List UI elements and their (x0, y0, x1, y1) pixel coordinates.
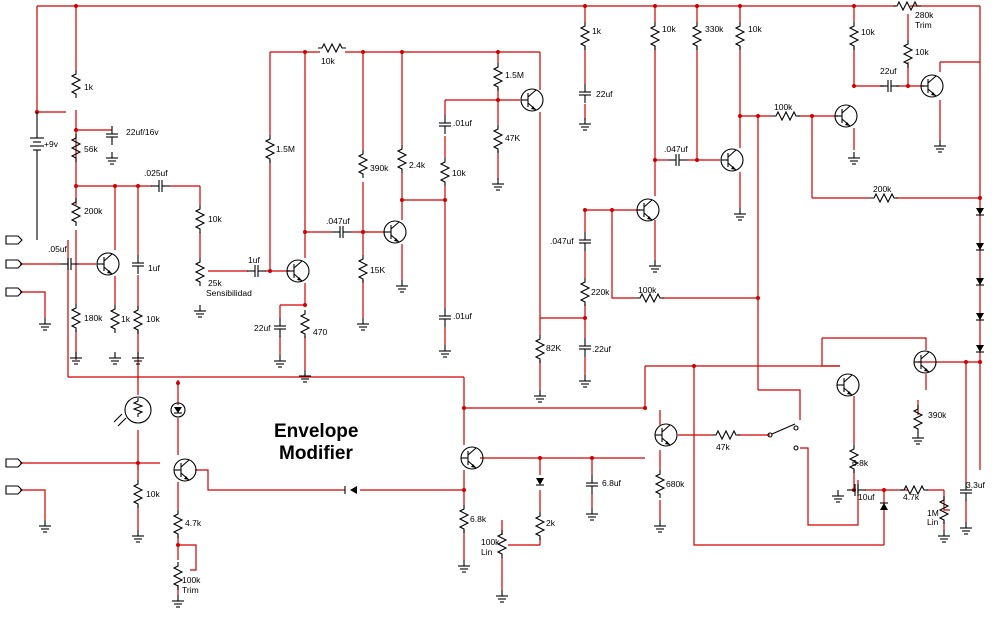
title-line-1: Envelope (274, 421, 358, 442)
label-battery: +9v (44, 139, 59, 149)
label-sensibilidad: Sensibilidad (206, 288, 252, 298)
label-r220k: 220k (591, 287, 610, 297)
label-c68uf: 6.8uf (602, 478, 622, 488)
label-r15M-b: 1.5M (505, 70, 524, 80)
label-r100k-b: 100k (774, 102, 793, 112)
label-r82K: 82K (546, 343, 561, 353)
label-r10k-i: 10k (146, 489, 160, 499)
label-c05: .05uf (48, 244, 68, 254)
label-pot25k: 25k (208, 278, 222, 288)
label-r56k: 56k (84, 144, 98, 154)
label-r10k-b: 10k (146, 314, 160, 324)
label-r1k-b: 1k (121, 314, 131, 324)
label-r24k: 2.4k (409, 160, 426, 170)
label-r47k-c: 4.7k (185, 518, 202, 528)
label-trim-b: Trim (182, 585, 199, 595)
label-c1uf: 1uf (148, 263, 160, 273)
label-r47K: 47K (505, 133, 520, 143)
label-r10k-h: 10k (915, 47, 929, 57)
circuit-title: Envelope Modifier (274, 421, 358, 464)
label-r10k-e: 10k (662, 24, 676, 34)
label-r68k-a: 6.8k (852, 458, 869, 468)
label-c047-b: .047uf (550, 236, 574, 246)
label-r10k-c: 10k (321, 56, 335, 66)
label-r47k: 47k (716, 442, 730, 452)
label-pot100k-trim: 100k (182, 575, 201, 585)
junction-dots (35, 4, 982, 547)
label-r1k-c: 1k (592, 26, 602, 36)
label-c01-b: .01uf (453, 311, 473, 321)
label-lin-a: Lin (927, 517, 939, 527)
label-c047: .047uf (326, 216, 350, 226)
label-r200k: 200k (84, 206, 103, 216)
label-lin-b: Lin (481, 547, 493, 557)
label-r280k: 280k (915, 10, 934, 20)
label-c22uf16v: 22uf/16v (126, 127, 159, 137)
label-trim-a: Trim (915, 20, 932, 30)
wiring (20, 5, 981, 595)
label-r15M: 1.5M (276, 144, 295, 154)
label-r680k: 680k (666, 479, 685, 489)
label-c01-a: .01uf (453, 118, 473, 128)
label-r180k: 180k (84, 313, 103, 323)
label-r200k-b: 200k (873, 184, 892, 194)
label-r68k-b: 6.8k (470, 514, 487, 524)
label-r330k: 330k (705, 24, 724, 34)
label-r10k-f: 10k (748, 24, 762, 34)
label-r10k-a: 10k (208, 214, 222, 224)
label-c22uf-b: 22uf (596, 89, 613, 99)
components (5, 1, 985, 608)
label-pot100k: 100k (481, 537, 500, 547)
label-pot1M: 1M (927, 508, 939, 518)
label-c33uf: 3.3uf (966, 480, 986, 490)
label-c10uf: 10uf (858, 492, 875, 502)
label-r47k-b: 4.7k (903, 492, 920, 502)
label-r470: 470 (313, 327, 327, 337)
label-c22uf-d: 22uf (880, 66, 897, 76)
label-r10k-g: 10k (861, 27, 875, 37)
label-c047-c: .047uf (664, 144, 688, 154)
label-c22uf-c: .22uf (592, 344, 612, 354)
label-r2k: 2k (546, 518, 556, 528)
component-labels: 1k 22uf/16v 56k +9v 200k .025uf .05uf 1u… (44, 10, 986, 595)
label-r390k-b: 390k (928, 410, 947, 420)
label-c025: .025uf (144, 168, 168, 178)
label-c22uf-a: 22uf (254, 323, 271, 333)
label-r15K: 15K (370, 265, 385, 275)
label-r1k: 1k (84, 82, 94, 92)
label-c1uf-b: 1uf (248, 255, 260, 265)
label-r100k-a: 100k (638, 285, 657, 295)
label-r390k: 390k (370, 163, 389, 173)
label-r10k-d: 10k (452, 168, 466, 178)
title-line-2: Modifier (279, 443, 353, 464)
